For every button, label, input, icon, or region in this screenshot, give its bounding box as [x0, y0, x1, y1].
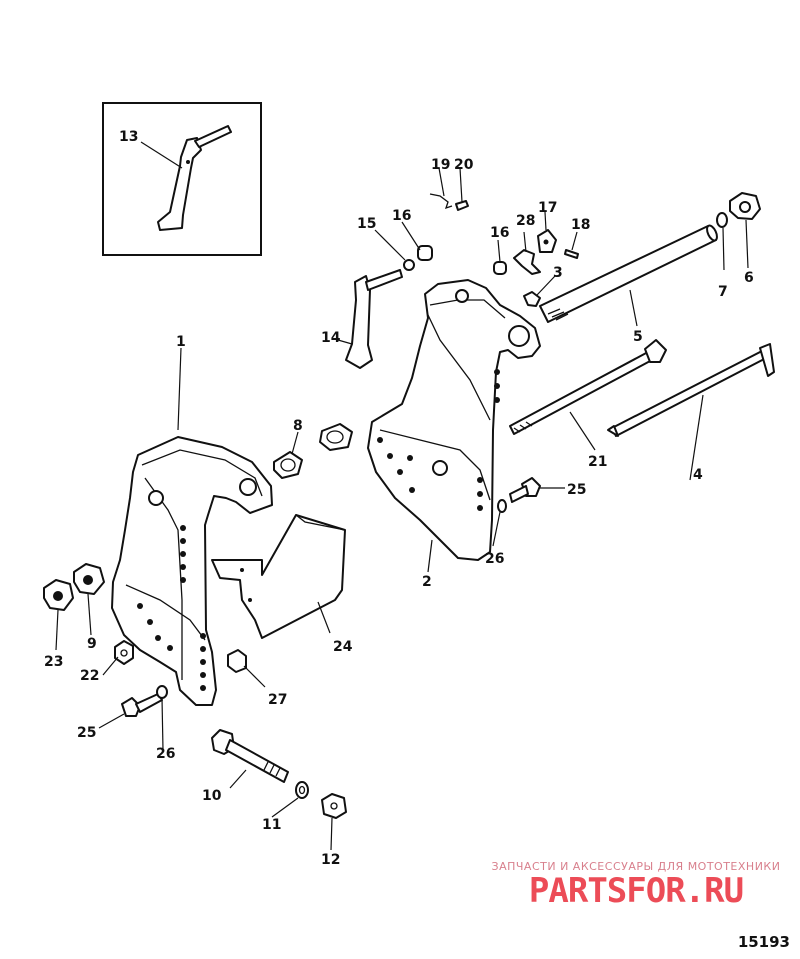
callout-20: 20: [454, 157, 474, 173]
callout-9: 9: [87, 636, 97, 652]
callout-25-right: 25: [567, 482, 586, 498]
part-2-port-clamp-bracket: [367, 279, 541, 561]
callout-labels: 13 1 2 3 4 5 6 7 8 9 10 11 12 14 15 16 1…: [44, 129, 754, 868]
callout-28: 28: [516, 213, 535, 229]
watermark: ЗАПЧАСТИ И АКСЕССУАРЫ ДЛЯ МОТОТЕХНИКИ PA…: [486, 860, 786, 909]
callout-14: 14: [321, 330, 341, 346]
part-5-tilt-tube: [539, 224, 718, 323]
callout-7: 7: [718, 284, 728, 300]
callout-26-right: 26: [485, 551, 504, 567]
part-20-screw: [455, 200, 469, 211]
part-27-nut: [227, 649, 247, 673]
part-26-lockwasher-right: [497, 499, 507, 513]
part-1-starboard-clamp-bracket: [111, 436, 273, 706]
part-1-adjustment-holes: [137, 525, 206, 691]
callout-25-left: 25: [77, 725, 96, 741]
part-18-pin: [564, 249, 579, 259]
callout-10: 10: [202, 788, 222, 804]
callout-18: 18: [571, 217, 590, 233]
part-6-tube-nut: [729, 192, 761, 220]
callout-15: 15: [357, 216, 376, 232]
part-11-washer: [295, 781, 309, 799]
part-17-cam: [537, 229, 557, 253]
part-15-washer: [403, 259, 415, 271]
inset-box: [102, 102, 262, 256]
callout-4: 4: [693, 467, 703, 483]
part-9-nut: [73, 563, 105, 595]
part-22-nut: [114, 640, 134, 665]
part-10-bolt: [211, 729, 289, 783]
part-25-bolt-left: [121, 693, 163, 717]
part-23-nut: [43, 579, 74, 611]
callout-16-right: 16: [490, 225, 509, 241]
callout-11: 11: [262, 817, 281, 833]
part-3-grease-fitting: [523, 291, 541, 307]
watermark-tagline: ЗАПЧАСТИ И АКСЕССУАРЫ ДЛЯ МОТОТЕХНИКИ: [491, 860, 781, 873]
callout-27: 27: [268, 692, 287, 708]
part-2-adjustment-holes: [377, 369, 500, 511]
callout-13: 13: [119, 129, 138, 145]
part-26-lockwasher-left: [156, 685, 168, 699]
callout-22: 22: [80, 668, 99, 684]
callout-23: 23: [44, 654, 63, 670]
callout-16-left: 16: [392, 208, 411, 224]
part-28-retainer: [513, 249, 541, 275]
watermark-logo: PARTSFOR.RU: [528, 871, 744, 911]
part-19-spring: [429, 193, 453, 210]
callout-2: 2: [422, 574, 432, 590]
part-7-washer: [716, 212, 728, 228]
callout-19: 19: [431, 157, 450, 173]
part-25-bolt-right: [509, 477, 541, 503]
part-12-nut: [321, 793, 347, 819]
callout-17: 17: [538, 200, 557, 216]
callout-1: 1: [176, 334, 186, 350]
part-4-tilt-rod: [607, 343, 775, 437]
leader-lines: [55, 141, 749, 851]
part-24-anode-plate: [211, 514, 346, 639]
callout-12: 12: [321, 852, 340, 868]
part-8-bushings: [273, 423, 353, 479]
callout-24: 24: [333, 639, 353, 655]
part-16-bushing-a: [417, 245, 433, 261]
part-16-bushing-b: [493, 261, 507, 275]
part-21-through-bolt: [509, 339, 667, 435]
callout-21: 21: [588, 454, 607, 470]
callout-6: 6: [744, 270, 754, 286]
callout-5: 5: [633, 329, 643, 345]
part-14-tilt-lock-lever: [345, 269, 403, 369]
callout-3: 3: [553, 265, 563, 281]
part-13-tilt-lock-lever: [157, 125, 232, 231]
callout-8: 8: [293, 418, 303, 434]
callout-26-left: 26: [156, 746, 175, 762]
figure-number: 15193: [737, 933, 790, 951]
